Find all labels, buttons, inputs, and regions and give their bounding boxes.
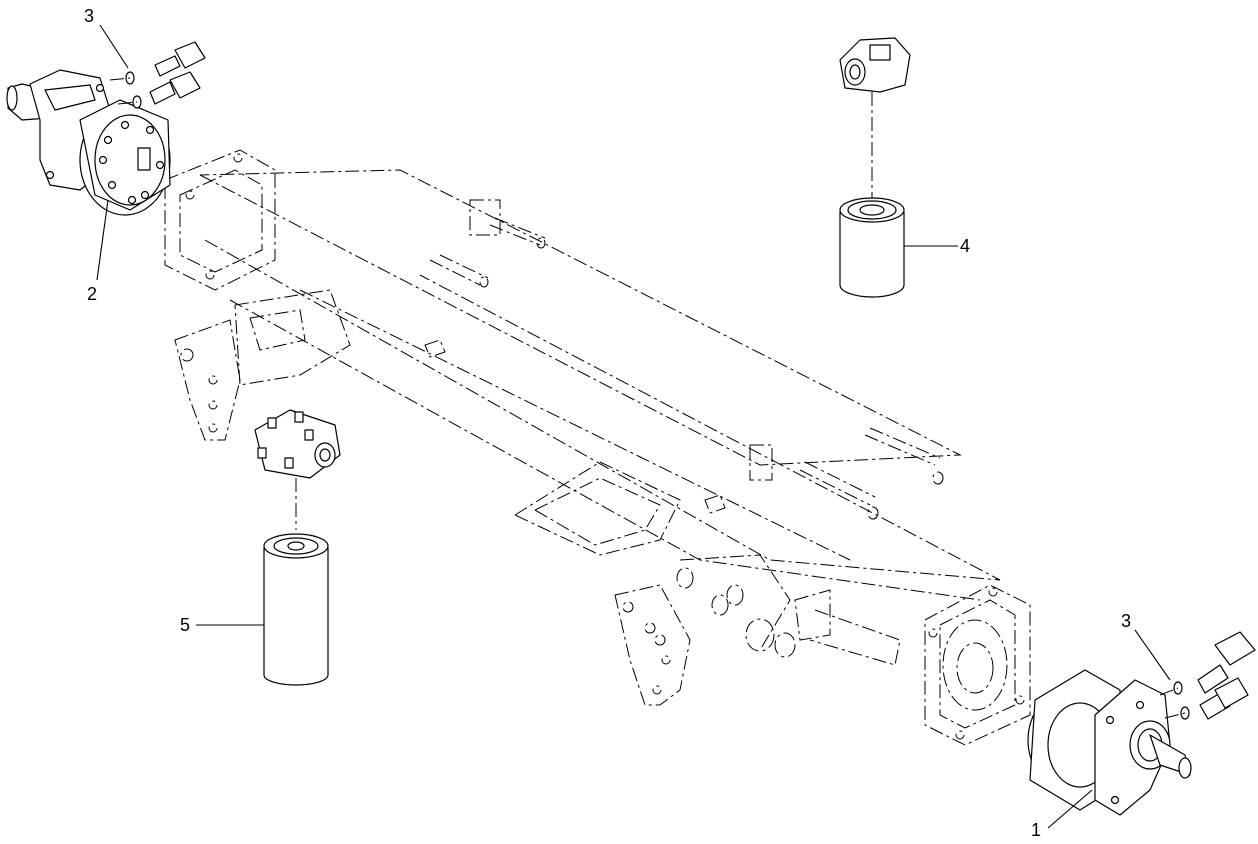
filter-element-4: [839, 197, 905, 298]
filter-head-middle: [254, 409, 341, 530]
callout-4: 4: [960, 236, 970, 256]
filter-head-top: [839, 37, 911, 200]
leader-1: [1047, 789, 1093, 829]
callout-5: 5: [180, 615, 190, 635]
leader-3-top: [99, 24, 129, 69]
filter-element-5: [263, 533, 329, 686]
callout-3-top: 3: [84, 6, 94, 26]
callout-2: 2: [87, 284, 97, 304]
wheel-motor-top-left: [6, 69, 171, 216]
callouts: 3 2 4 5 3 1: [84, 6, 1131, 840]
axle-frame: [164, 149, 1031, 746]
leader-3-bottom: [1134, 629, 1171, 681]
fittings-top-left: [109, 41, 206, 109]
leader-2: [96, 199, 109, 281]
callout-3-bottom: 3: [1121, 611, 1131, 631]
callout-1: 1: [1031, 820, 1041, 840]
leader-lines: [96, 24, 1171, 829]
wheel-motor-bottom-right: [1027, 669, 1192, 816]
fittings-bottom-right: [1159, 631, 1256, 720]
